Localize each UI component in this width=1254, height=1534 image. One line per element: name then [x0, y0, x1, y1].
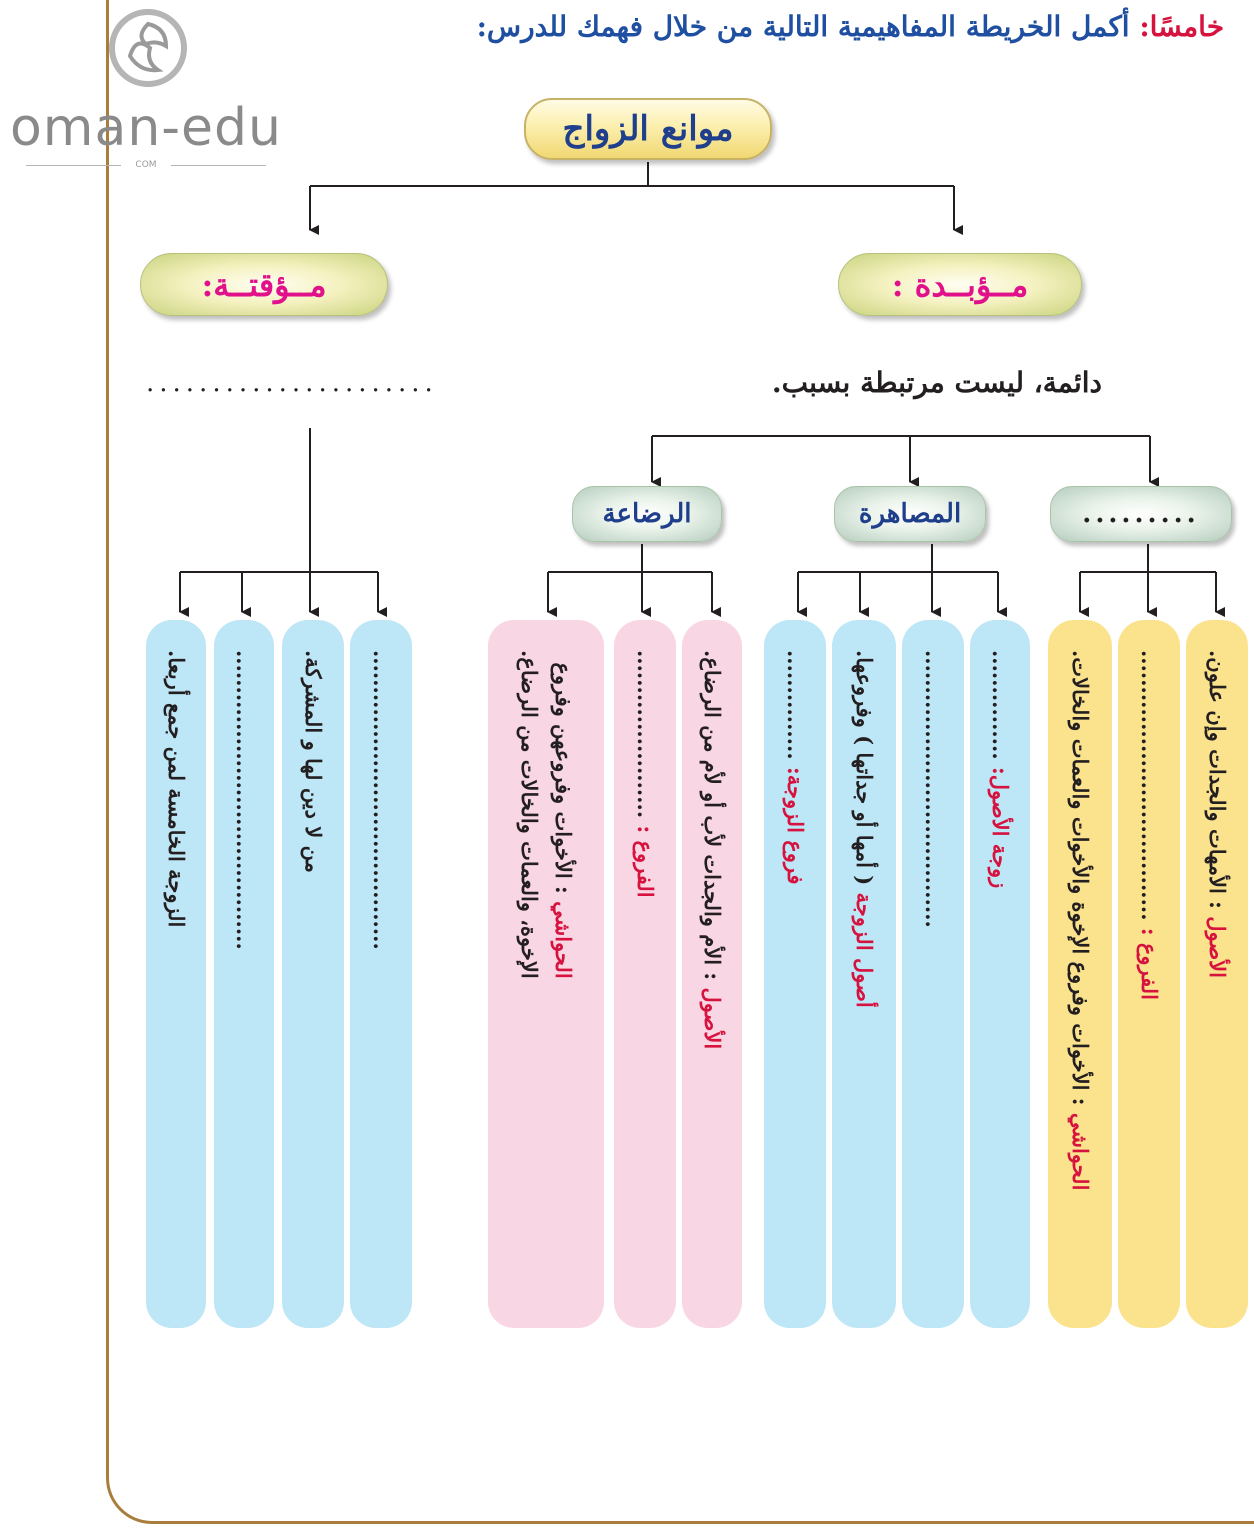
marriage-column-wife-of-ancestors: زوجة الأصول: ...............: [970, 620, 1030, 1328]
column-blank: ......................................: [921, 650, 946, 928]
nursing-column-collaterals: الحواشي : الأخوات وفروعهن وفروع الإخوة، و…: [488, 620, 604, 1328]
temporary-column-2: من لا دين لها و المشركة.: [282, 620, 344, 1328]
column-blank: ........................................…: [232, 650, 257, 950]
column-text: من لا دين لها و المشركة.: [301, 650, 326, 873]
heading-number: خامسًا:: [1139, 10, 1224, 43]
temporary-column-4: الزوجة الخامسة لمن جمع أربعا.: [146, 620, 206, 1328]
column-text: : الأخوات وفروع الإخوة والأخوات والعمات …: [1068, 650, 1093, 1106]
marriage-column-wife-descendants: فروع الزوجة: ...............: [764, 620, 826, 1328]
column-text: : الأخوات وفروعهن وفروع: [551, 662, 576, 902]
root-node: موانع الزواج: [524, 98, 772, 160]
logo-mark-icon: [109, 9, 187, 87]
temporary-node: مــؤقتــة:: [140, 253, 388, 316]
permanent-node: مــؤبــدة :: [838, 253, 1082, 316]
temporary-fill-blank: ......................: [146, 368, 438, 398]
kinship-column-collaterals: الحواشي : الأخوات وفروع الإخوة والأخوات …: [1048, 620, 1112, 1328]
category-node-nursing: الرضاعة: [572, 486, 722, 542]
page-frame: [106, 0, 1254, 1524]
category-node-kinship: .........: [1050, 486, 1232, 542]
column-text: : الأم والجدات لأب أو لأم من الرضاع.: [700, 650, 725, 981]
logo-com-label: COM: [26, 158, 266, 172]
permanent-note: دائمة، ليست مرتبطة بسبب.: [771, 366, 1102, 399]
column-text: : الأمهات والجدات وإن علون.: [1205, 650, 1230, 909]
temporary-label: مــؤقتــة:: [201, 265, 327, 304]
column-blank: .......................: [633, 650, 658, 819]
column-heading: الأصول: [1205, 916, 1230, 978]
column-text-line2: الإخوة، والعمات والخالات من الرضاع.: [517, 650, 542, 979]
kinship-column-descendants: الفروع : ...............................…: [1118, 620, 1180, 1328]
root-label: موانع الزواج: [562, 109, 734, 149]
site-logo: oman-edu COM: [0, 0, 290, 180]
nursing-column-ancestors: الأصول : الأم والجدات لأب أو لأم من الرض…: [682, 620, 742, 1328]
column-blank: ........................................…: [369, 650, 394, 950]
temporary-column-3: ........................................…: [214, 620, 274, 1328]
column-heading: الأصول: [700, 987, 725, 1050]
column-heading: أصول الزوجة: [852, 892, 877, 1008]
marriage-column-blank: ......................................: [902, 620, 964, 1328]
nursing-column-descendants: الفروع : .......................: [614, 620, 676, 1328]
column-heading: الفروع :: [1137, 927, 1162, 1001]
temporary-column-1: ........................................…: [350, 620, 412, 1328]
exercise-heading: خامسًا: أكمل الخريطة المفاهيمية التالية …: [224, 10, 1224, 43]
permanent-label: مــؤبــدة :: [891, 265, 1029, 304]
kinship-column-ancestors: الأصول : الأمهات والجدات وإن علون.: [1186, 620, 1248, 1328]
column-heading: الحواشي: [551, 901, 576, 979]
column-heading: الحواشي: [1068, 1112, 1093, 1191]
logo-wordmark: oman-edu: [9, 98, 282, 158]
category-label-kinship: .........: [1082, 499, 1200, 529]
column-blank: ...............: [988, 650, 1013, 760]
column-heading: الفروع :: [633, 825, 658, 898]
column-text: ( أمها أو جداتها ) وفروعها.: [852, 650, 877, 886]
category-node-marriage: المصاهرة: [834, 486, 986, 542]
column-text: الزوجة الخامسة لمن جمع أربعا.: [164, 650, 189, 928]
column-blank: .....................................: [1137, 650, 1162, 921]
heading-text: أكمل الخريطة المفاهيمية التالية من خلال …: [476, 10, 1140, 43]
column-heading: زوجة الأصول:: [988, 766, 1013, 889]
category-label-nursing: الرضاعة: [602, 499, 692, 529]
category-label-marriage: المصاهرة: [858, 499, 962, 529]
column-heading: فروع الزوجة:: [783, 766, 808, 885]
column-blank: ...............: [783, 650, 808, 760]
marriage-column-wife-ancestors: أصول الزوجة ( أمها أو جداتها ) وفروعها.: [832, 620, 896, 1328]
